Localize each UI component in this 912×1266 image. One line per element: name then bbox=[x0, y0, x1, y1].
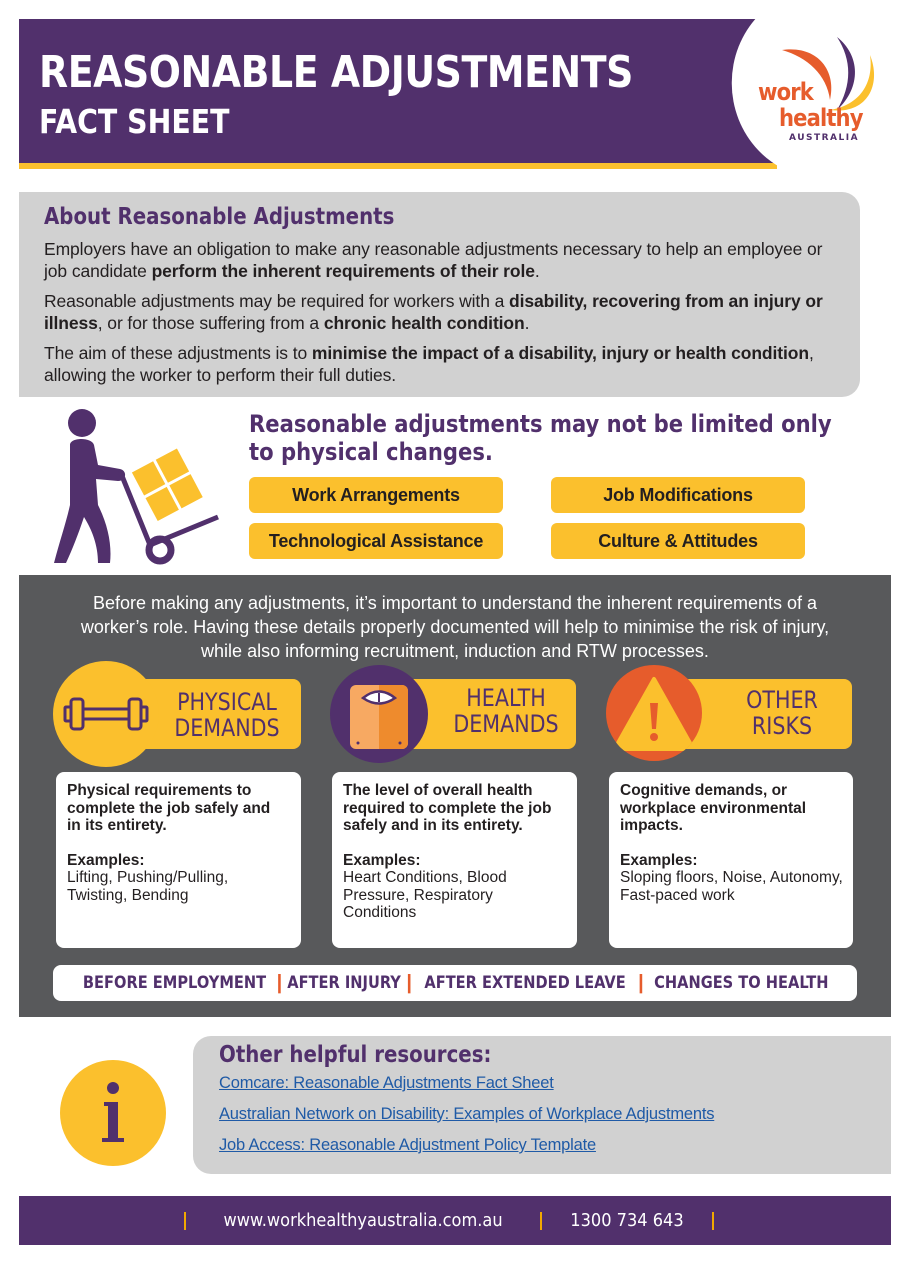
badge-label-line-2: DEMANDS bbox=[453, 710, 559, 738]
card-physical-demands: Physical requirements to complete the jo… bbox=[56, 772, 301, 948]
about-paragraph-1: Employers have an obligation to make any… bbox=[44, 238, 834, 282]
badge-physical-demands: PHYSICAL DEMANDS bbox=[53, 661, 301, 767]
header-band bbox=[19, 19, 777, 163]
logo-text-healthy: healthy bbox=[779, 104, 863, 132]
tag-separator: | bbox=[276, 971, 283, 994]
logo-backdrop bbox=[731, 0, 912, 178]
footer-separator bbox=[184, 1211, 186, 1230]
dumbbell-icon bbox=[63, 697, 149, 731]
badge-label-line-2: RISKS bbox=[751, 712, 813, 740]
text: Reasonable adjustments may be required f… bbox=[44, 291, 509, 311]
card-health-demands: The level of overall health required to … bbox=[332, 772, 577, 948]
badge-label-line-1: HEALTH bbox=[466, 684, 546, 712]
warning-icon bbox=[615, 677, 693, 751]
card-other-risks: Cognitive demands, or workplace environm… bbox=[609, 772, 853, 948]
badge-label: OTHER RISKS bbox=[722, 687, 842, 739]
tag-after-extended-leave: AFTER EXTENDED LEAVE bbox=[424, 973, 626, 993]
pill-work-arrangements: Work Arrangements bbox=[249, 477, 503, 513]
link-comcare-fact-sheet[interactable]: Comcare: Reasonable Adjustments Fact She… bbox=[219, 1074, 554, 1092]
card-examples-title: Examples: bbox=[620, 851, 698, 869]
resources-section: Other helpful resources: Comcare: Reason… bbox=[193, 1036, 891, 1174]
pill-culture-attitudes: Culture & Attitudes bbox=[551, 523, 805, 559]
badge-label: HEALTH DEMANDS bbox=[446, 685, 566, 737]
footer-website[interactable]: www.workhealthyaustralia.com.au bbox=[223, 1210, 503, 1231]
logo-text-work: work bbox=[758, 78, 814, 106]
badge-other-risks: OTHER RISKS bbox=[606, 665, 854, 763]
text: , or for those suffering from a bbox=[97, 313, 324, 333]
badge-label-line-1: OTHER bbox=[746, 686, 818, 714]
link-job-access-policy-template[interactable]: Job Access: Reasonable Adjustment Policy… bbox=[219, 1136, 596, 1154]
tag-before-employment: BEFORE EMPLOYMENT bbox=[82, 973, 266, 993]
badge-health-demands: HEALTH DEMANDS bbox=[330, 665, 578, 763]
card-description: Physical requirements to complete the jo… bbox=[67, 782, 271, 834]
tag-separator: | bbox=[406, 971, 412, 994]
header-banner: REASONABLE ADJUSTMENTS FACT SHEET bbox=[19, 19, 777, 169]
info-icon bbox=[60, 1060, 166, 1166]
card-examples: Heart Conditions, Blood Pressure, Respir… bbox=[343, 869, 507, 921]
card-examples-title: Examples: bbox=[67, 851, 145, 869]
badge-label-line-1: PHYSICAL bbox=[177, 688, 277, 716]
card-examples: Lifting, Pushing/Pulling, Twisting, Bend… bbox=[67, 869, 229, 904]
footer-bar: www.workhealthyaustralia.com.au 1300 734… bbox=[19, 1196, 891, 1245]
emphasis: perform the inherent requirements of the… bbox=[151, 261, 535, 281]
card-description: Cognitive demands, or workplace environm… bbox=[620, 782, 807, 834]
emphasis: minimise the impact of a disability, inj… bbox=[311, 343, 809, 363]
text: Employers have an obligation to make any… bbox=[44, 239, 823, 281]
tag-changes-to-health: CHANGES TO HEALTH bbox=[653, 973, 829, 993]
limited-heading-line-2: to physical changes. bbox=[249, 438, 493, 466]
badge-label-line-2: DEMANDS bbox=[174, 714, 280, 742]
badge-circle bbox=[606, 665, 702, 761]
card-description: The level of overall health required to … bbox=[343, 782, 552, 834]
pill-job-modifications: Job Modifications bbox=[551, 477, 805, 513]
emphasis: disability, recovering from an injury or… bbox=[44, 291, 823, 333]
person-hand-truck-icon bbox=[54, 409, 219, 565]
text: . bbox=[524, 313, 530, 333]
footer-separator bbox=[712, 1211, 715, 1230]
link-and-workplace-adjustments[interactable]: Australian Network on Disability: Exampl… bbox=[219, 1105, 715, 1123]
header-gold-stripe bbox=[19, 163, 777, 169]
badge-circle bbox=[53, 661, 159, 767]
limited-heading-line-1: Reasonable adjustments may not be limite… bbox=[249, 410, 832, 438]
page-title: REASONABLE ADJUSTMENTS bbox=[39, 47, 633, 98]
page-subtitle: FACT SHEET bbox=[39, 102, 230, 141]
card-examples-title: Examples: bbox=[343, 851, 421, 869]
demands-section: Before making any adjustments, it’s impo… bbox=[19, 575, 891, 1017]
text: . bbox=[534, 261, 540, 281]
card-examples: Sloping floors, Noise, Autonomy, Fast-pa… bbox=[620, 869, 843, 904]
logo-text-australia: AUSTRALIA bbox=[789, 133, 860, 143]
limited-heading: Reasonable adjustments may not be limite… bbox=[249, 410, 832, 466]
situations-bar: BEFORE EMPLOYMENT | AFTER INJURY | AFTER… bbox=[53, 965, 857, 1001]
emphasis: chronic health condition bbox=[323, 313, 525, 333]
about-paragraph-3: The aim of these adjustments is to minim… bbox=[44, 342, 834, 386]
scale-icon bbox=[350, 685, 408, 749]
footer-phone[interactable]: 1300 734 643 bbox=[570, 1210, 684, 1231]
about-paragraph-2: Reasonable adjustments may be required f… bbox=[44, 290, 834, 334]
text: , allowing the worker to perform their f… bbox=[44, 343, 814, 385]
footer-separator bbox=[540, 1211, 543, 1230]
badge-label: PHYSICAL DEMANDS bbox=[167, 689, 287, 741]
resources-heading: Other helpful resources: bbox=[219, 1042, 492, 1068]
about-heading: About Reasonable Adjustments bbox=[44, 204, 395, 230]
work-healthy-logo-icon bbox=[782, 37, 875, 111]
text: The aim of these adjustments is to bbox=[44, 343, 312, 363]
pill-technological-assistance: Technological Assistance bbox=[249, 523, 503, 559]
tag-after-injury: AFTER INJURY bbox=[287, 973, 402, 993]
badge-circle bbox=[330, 665, 428, 763]
about-section: About Reasonable Adjustments Employers h… bbox=[19, 192, 860, 397]
tag-separator: | bbox=[638, 971, 644, 994]
info-glyph-icon bbox=[102, 1082, 124, 1142]
demands-intro: Before making any adjustments, it’s impo… bbox=[80, 593, 830, 661]
